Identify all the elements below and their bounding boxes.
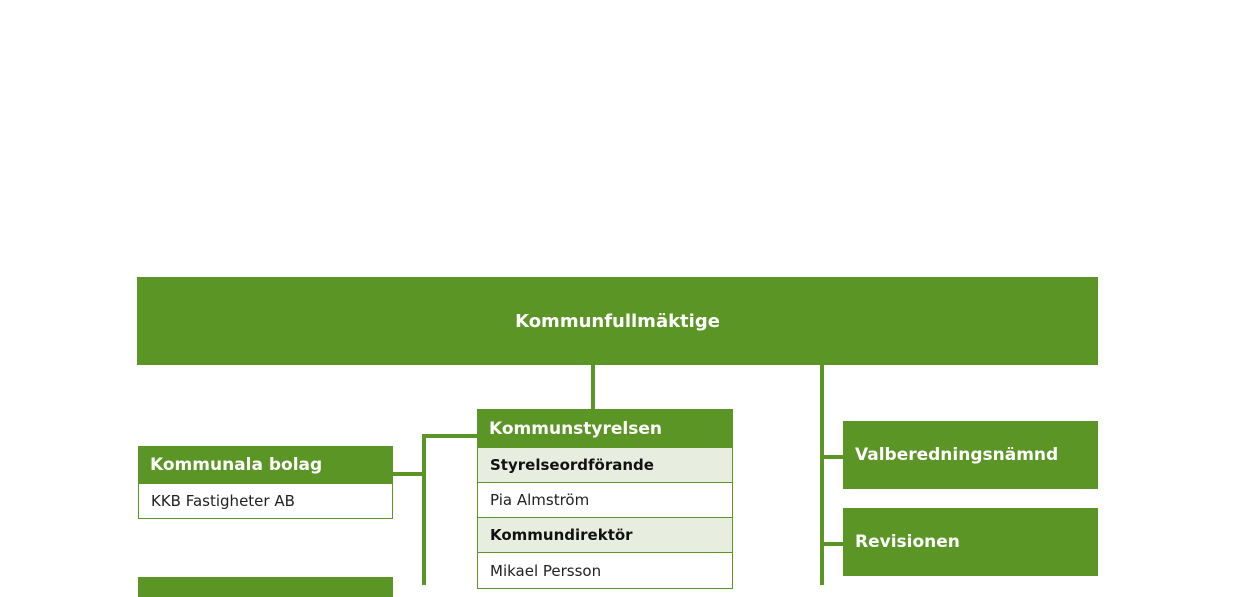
board-row-chair-role: Styrelseordförande bbox=[477, 448, 733, 483]
board-title: Kommunstyrelsen bbox=[489, 418, 663, 439]
connector-council-right bbox=[820, 365, 824, 585]
connector-left-vertical bbox=[422, 434, 426, 585]
valberedning-box: Valberedningsnämnd bbox=[843, 421, 1098, 489]
council-title: Kommunfullmäktige bbox=[515, 310, 720, 332]
chair-name-label: Pia Almström bbox=[490, 491, 590, 509]
director-name-label: Mikael Persson bbox=[490, 561, 602, 580]
director-role-label: Kommundirektör bbox=[490, 526, 633, 544]
board-row-chair-name: Pia Almström bbox=[477, 483, 733, 518]
revisionen-label: Revisionen bbox=[855, 532, 960, 552]
connector-left-board bbox=[422, 434, 478, 438]
revisionen-box: Revisionen bbox=[843, 508, 1098, 576]
companies-item-label: KKB Fastigheter AB bbox=[151, 492, 295, 510]
board-row-director-name: Mikael Persson bbox=[477, 553, 733, 589]
chair-role-label: Styrelseordförande bbox=[490, 456, 654, 474]
lower-left-box bbox=[138, 577, 393, 597]
connector-left-companies bbox=[393, 472, 426, 476]
board-row-director-role: Kommundirektör bbox=[477, 518, 733, 553]
companies-header: Kommunala bolag bbox=[138, 446, 393, 484]
board-header: Kommunstyrelsen bbox=[477, 409, 733, 448]
companies-item: KKB Fastigheter AB bbox=[138, 484, 393, 519]
connector-council-board bbox=[591, 365, 595, 410]
connector-right-valberedning bbox=[820, 455, 844, 459]
connector-right-revisionen bbox=[820, 542, 844, 546]
companies-title: Kommunala bolag bbox=[150, 455, 323, 475]
valberedning-label: Valberedningsnämnd bbox=[855, 445, 1059, 465]
council-box: Kommunfullmäktige bbox=[137, 277, 1098, 365]
